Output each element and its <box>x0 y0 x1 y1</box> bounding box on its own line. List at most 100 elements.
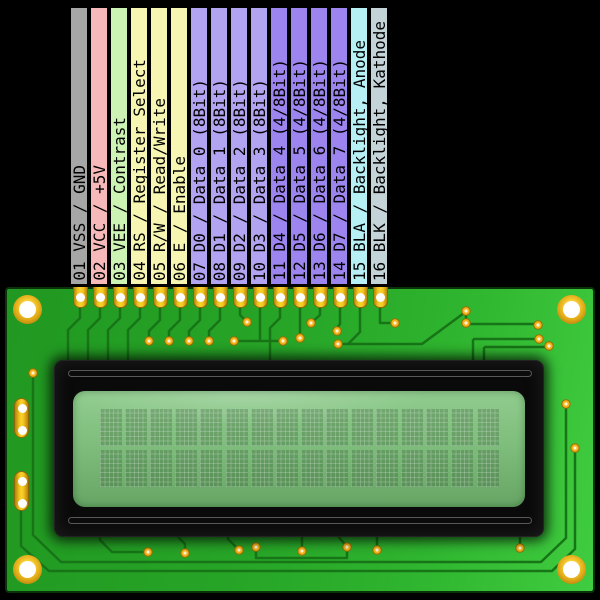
via-dot <box>143 547 153 557</box>
via-dot <box>297 546 307 556</box>
pcb-trace <box>126 308 142 364</box>
via-dot <box>295 333 305 343</box>
pcb-trace <box>268 308 282 364</box>
solder-pad-08 <box>212 287 228 308</box>
pcb-trace <box>187 308 202 341</box>
character-cell <box>250 409 273 446</box>
pin-label-02: 02 VCC / +5V <box>89 165 109 281</box>
mounting-hole-top-right <box>556 294 586 324</box>
character-cell <box>100 409 122 446</box>
character-cell <box>200 409 223 446</box>
pad-hole <box>236 293 245 302</box>
character-cell <box>175 450 198 487</box>
character-cell <box>150 409 173 446</box>
pin-strip-14: 14 D7 / Data 7 (4/8Bit) <box>329 7 349 285</box>
via-dot <box>372 545 382 555</box>
pin-strip-01: 01 VSS / GND <box>70 7 89 285</box>
pad-hole <box>136 293 145 302</box>
via-dot <box>333 339 343 349</box>
via-dot <box>204 336 214 346</box>
pcb-trace <box>31 373 568 564</box>
pin-label-12: 12 D5 / Data 5 (4/8Bit) <box>289 59 309 281</box>
pin-strip-07: 07 D0 / Data 0 (8Bit) <box>189 7 209 285</box>
pin-strip-06: 06 E / Enable <box>170 7 189 285</box>
solder-pad-02 <box>92 287 108 308</box>
pin-label-04: 04 RS / Register Select <box>129 59 149 281</box>
character-cell <box>150 450 173 487</box>
via-dot <box>342 542 352 552</box>
pin-strip-10: 10 D3 / Data 3 (8Bit) <box>249 7 269 285</box>
pin-label-07: 07 D0 / Data 0 (8Bit) <box>189 78 209 281</box>
pad-hole <box>216 293 225 302</box>
via-dot <box>229 336 239 346</box>
via-dot <box>544 341 554 351</box>
via-dot <box>461 306 471 316</box>
pad-hole <box>17 499 27 508</box>
backlight-pad-upper <box>14 398 29 438</box>
solder-pad-16 <box>372 287 388 308</box>
pin-label-03: 03 VEE / Contrast <box>109 117 129 281</box>
pad-hole <box>336 293 345 302</box>
backlight-pad-lower <box>14 471 29 511</box>
via-dot <box>515 543 525 553</box>
via-dot <box>561 399 571 409</box>
pad-hole <box>256 293 265 302</box>
solder-pad-06 <box>172 287 188 308</box>
character-cell <box>225 409 248 446</box>
character-cell <box>300 409 323 446</box>
character-cell <box>325 450 348 487</box>
via-dot <box>278 336 288 346</box>
via-dot <box>234 545 244 555</box>
character-cell <box>225 450 248 487</box>
solder-pad-01 <box>72 287 88 308</box>
solder-pad-15 <box>352 287 368 308</box>
pad-hole <box>17 404 27 413</box>
character-cell <box>351 409 373 446</box>
solder-pad-05 <box>152 287 168 308</box>
pad-hole <box>176 293 185 302</box>
drill-hole <box>18 560 36 578</box>
pin-strip-15: 15 BLA / Backlight, Anode <box>350 7 369 285</box>
pad-hole <box>196 293 205 302</box>
pad-hole <box>356 293 365 302</box>
pad-hole <box>376 293 385 302</box>
character-cell <box>376 450 399 487</box>
pcb-trace <box>19 448 577 573</box>
pin-strip-03: 03 VEE / Contrast <box>109 7 129 285</box>
solder-pad-07 <box>192 287 208 308</box>
pin-label-10: 10 D3 / Data 3 (8Bit) <box>249 78 269 281</box>
pcb-trace <box>147 308 162 341</box>
pin-label-05: 05 R/W / Read/Write <box>149 97 169 281</box>
character-cell <box>200 450 223 487</box>
pin-strip-08: 08 D1 / Data 1 (8Bit) <box>209 7 229 285</box>
mounting-hole-bottom-left <box>12 554 42 584</box>
via-dot <box>534 334 544 344</box>
solder-pad-09 <box>232 287 248 308</box>
character-cell <box>125 409 148 446</box>
pin-strip-13: 13 D6 / Data 6 (4/8Bit) <box>309 7 329 285</box>
character-cell <box>426 450 449 487</box>
character-cell <box>426 409 449 446</box>
pin-strip-04: 04 RS / Register Select <box>129 7 149 285</box>
bezel-slot-top <box>68 370 532 377</box>
via-dot <box>144 336 154 346</box>
pin-label-09: 09 D2 / Data 2 (8Bit) <box>229 78 249 281</box>
character-cell <box>275 409 298 446</box>
pin-label-08: 08 D1 / Data 1 (8Bit) <box>209 78 229 281</box>
pin-label-13: 13 D6 / Data 6 (4/8Bit) <box>309 59 329 281</box>
character-cell <box>401 450 424 487</box>
pin-strip-11: 11 D4 / Data 4 (4/8Bit) <box>270 7 289 285</box>
pad-hole <box>156 293 165 302</box>
solder-pad-11 <box>272 287 288 308</box>
pin-strip-16: 16 BLK / Backlight, Kathode <box>370 7 389 285</box>
via-dot <box>306 318 316 328</box>
pin-label-14: 14 D7 / Data 7 (4/8Bit) <box>329 59 349 281</box>
via-dot <box>28 368 38 378</box>
pin-strip-02: 02 VCC / +5V <box>89 7 109 285</box>
solder-pad-12 <box>292 287 308 308</box>
pin-strip-09: 09 D2 / Data 2 (8Bit) <box>229 7 249 285</box>
solder-pad-04 <box>132 287 148 308</box>
character-cell <box>275 450 298 487</box>
pcb-trace <box>378 308 395 325</box>
